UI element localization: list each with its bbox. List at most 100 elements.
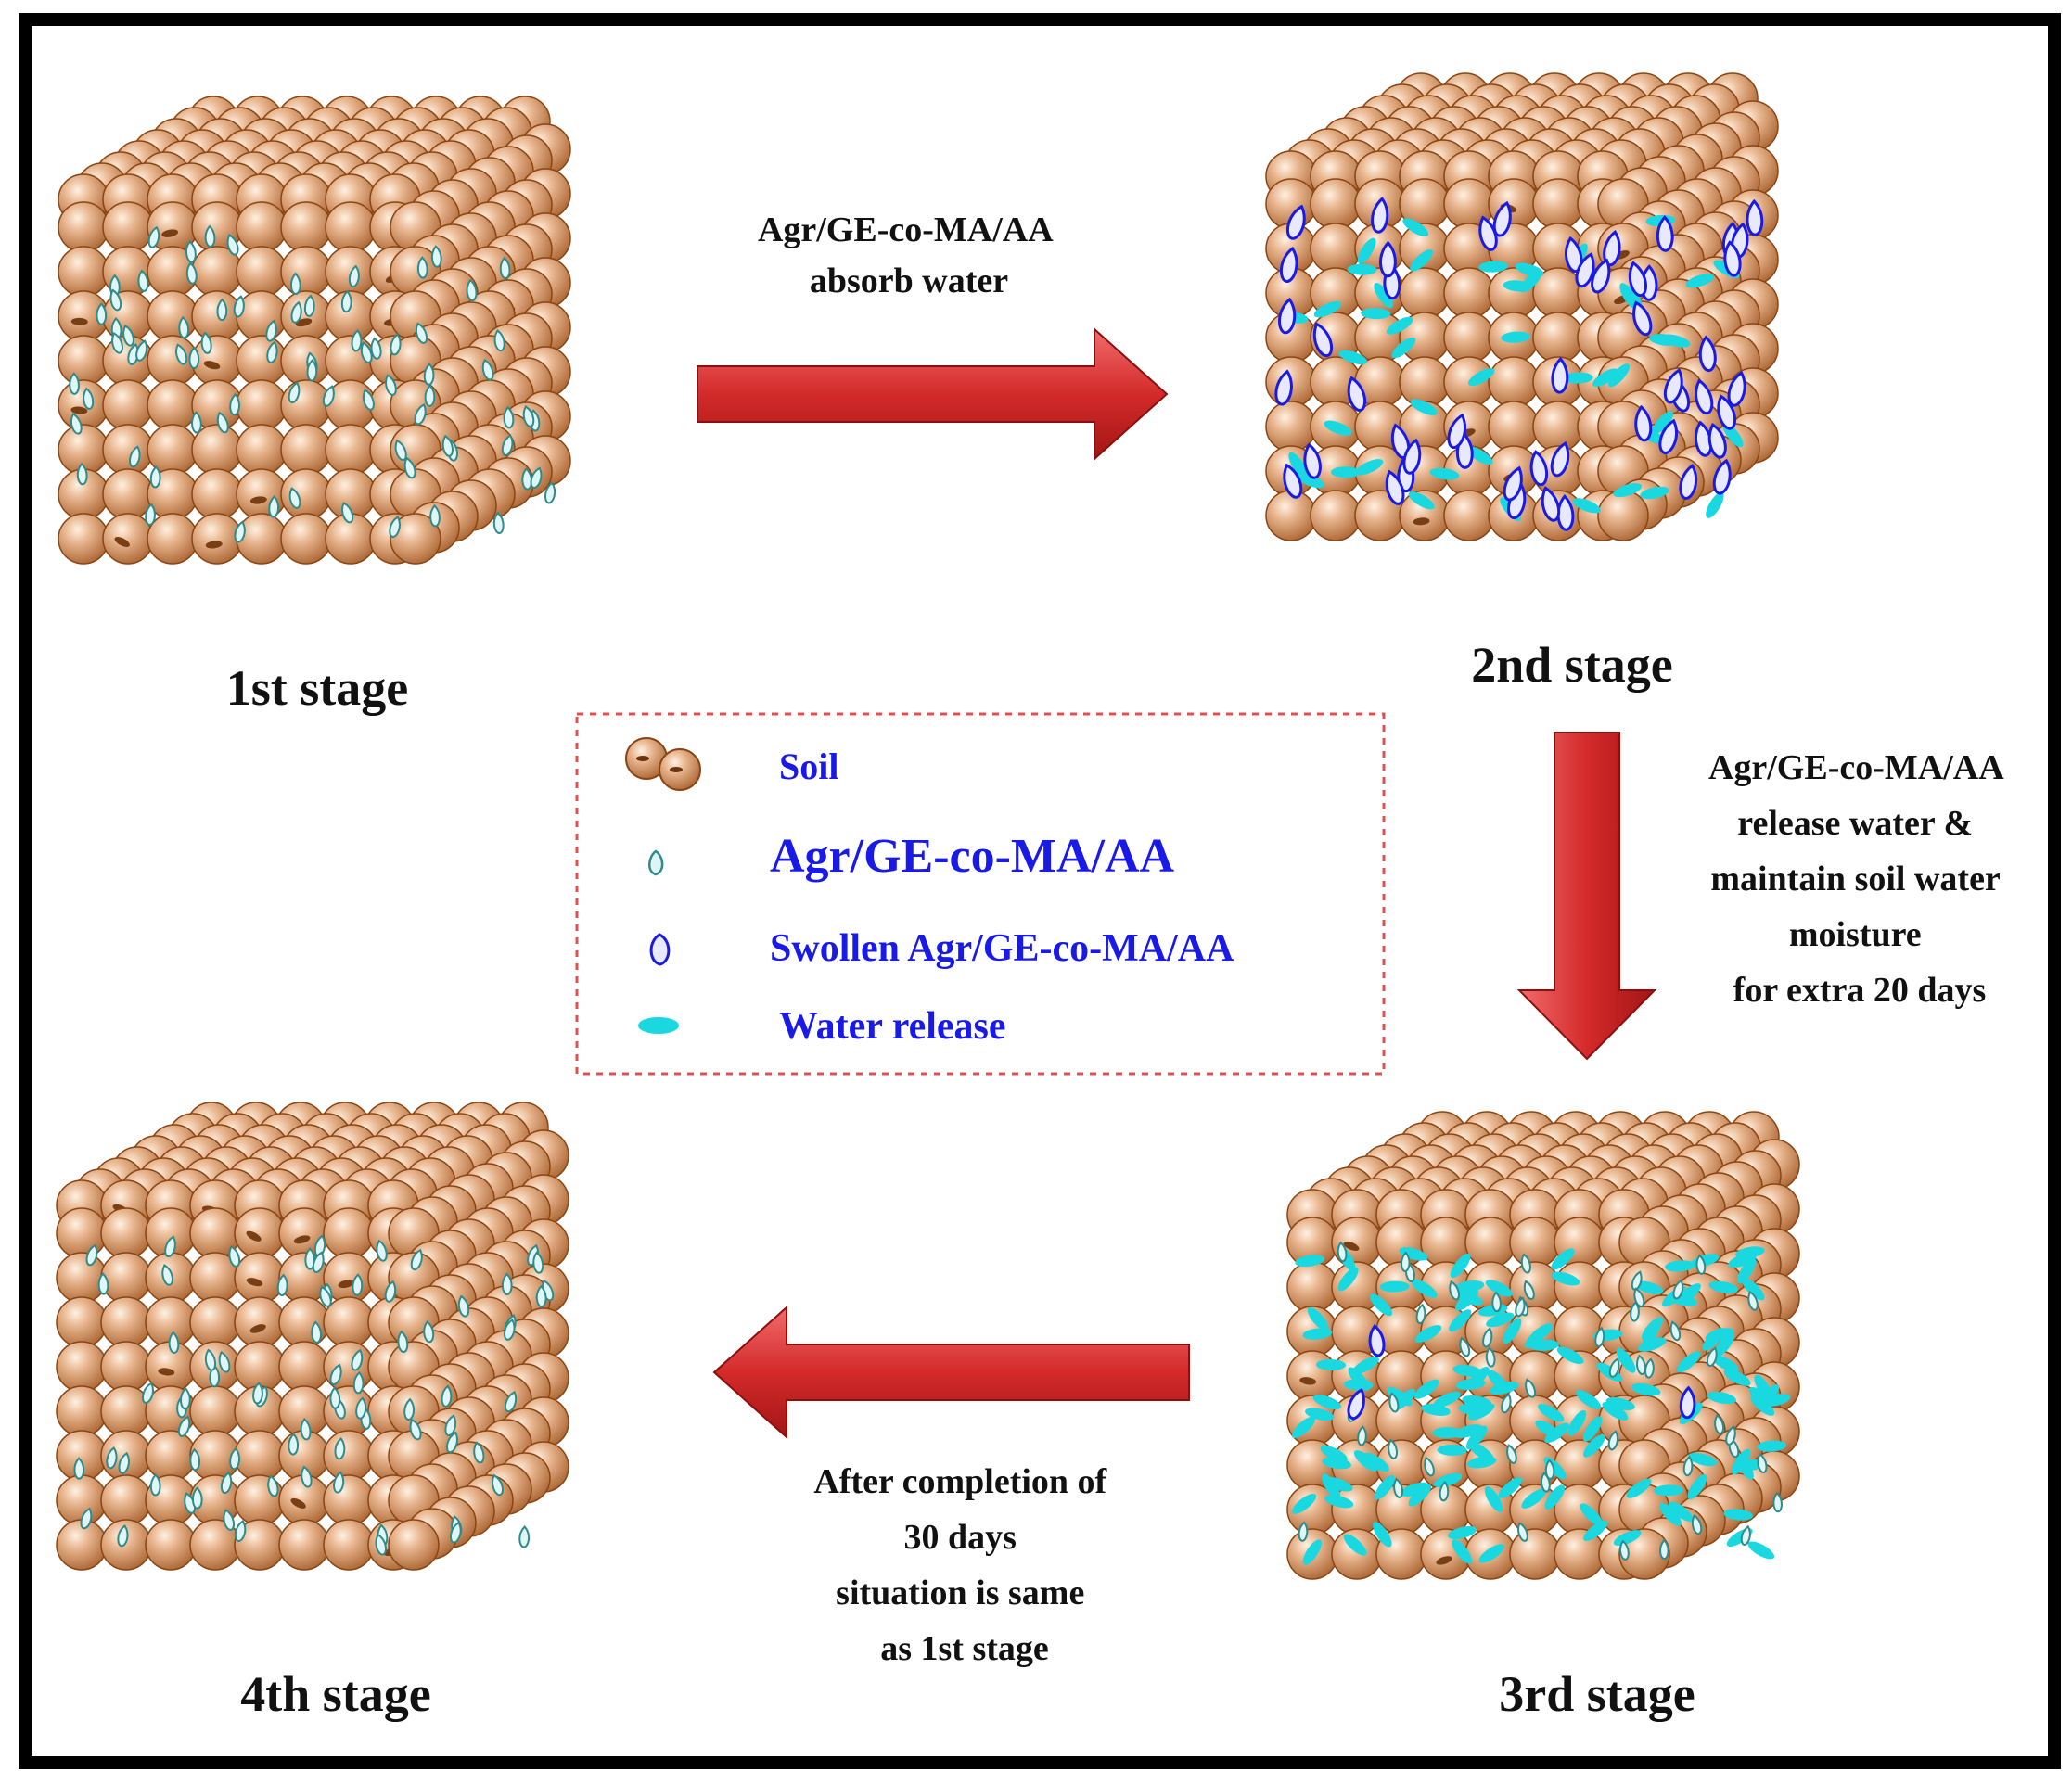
hydrogel: [1772, 1491, 1783, 1513]
water-release: [1437, 1444, 1467, 1456]
hydrogel: [504, 1390, 518, 1413]
soil-particle: [234, 1207, 286, 1259]
hydrogel: [409, 1418, 422, 1441]
hydrogel: [288, 381, 301, 403]
swollen-hydrogel: [1634, 404, 1653, 442]
hydrogel: [362, 389, 375, 411]
hydrogel: [457, 1294, 470, 1318]
hydrogel: [1659, 1538, 1669, 1561]
swollen-hydrogel: [1663, 368, 1683, 404]
swollen-hydrogel: [1723, 240, 1742, 277]
hydrogel: [375, 1533, 387, 1556]
soil-particle: [1464, 1217, 1516, 1268]
water-release: [1302, 1539, 1323, 1565]
soil-particle: [1532, 401, 1584, 452]
water-release: [1583, 1433, 1605, 1458]
hydrogel: [185, 261, 198, 285]
hydrogel: [118, 1451, 130, 1474]
hydrogel: [423, 1319, 435, 1344]
hydrogel: [334, 1437, 346, 1460]
soil-particle: [236, 290, 288, 342]
hydrogel: [503, 1318, 516, 1341]
water-release: [1321, 1473, 1341, 1499]
soil-particle: [1286, 1350, 1338, 1402]
water-release: [1305, 1408, 1335, 1421]
hydrogel: [106, 1446, 118, 1470]
hydrogel: [1357, 1425, 1367, 1446]
hydrogel: [1424, 1456, 1435, 1477]
water-release: [1676, 1351, 1701, 1373]
swollen-hydrogel: [1575, 252, 1595, 287]
hydrogel: [352, 1370, 365, 1395]
hydrogel: [414, 402, 427, 426]
hydrogel: [178, 315, 190, 339]
water-release: [1706, 491, 1724, 518]
hydrogel: [209, 1364, 221, 1388]
water-release: [1433, 1472, 1463, 1488]
hydrogel: [266, 340, 278, 363]
water-release: [1486, 1312, 1515, 1328]
hydrogel: [319, 1285, 332, 1307]
water-release: [1400, 1482, 1429, 1497]
hydrogel: [410, 1248, 423, 1271]
water-release: [1515, 262, 1544, 277]
water-release: [1613, 1530, 1642, 1546]
soil-particle: [280, 468, 332, 520]
arrow-absorb-water: [697, 326, 1169, 462]
hydrogel: [348, 264, 360, 287]
water-release-icon: [638, 1017, 679, 1034]
hydrogel: [1691, 1514, 1703, 1535]
soil-particle: [58, 201, 109, 253]
hydrogel: [1725, 1425, 1736, 1446]
soil-particle: [236, 468, 288, 520]
soil-particle: [189, 1385, 241, 1437]
hydrogel: [355, 1396, 367, 1420]
water-release: [1478, 1544, 1504, 1563]
soil-particle: [189, 1296, 241, 1348]
hydrogel: [1401, 1251, 1411, 1272]
hydrogel: [1520, 1253, 1531, 1274]
water-release: [1399, 1247, 1428, 1261]
water-release: [1685, 274, 1715, 288]
swollen-hydrogel: [1679, 1385, 1696, 1420]
water-release: [1355, 459, 1384, 476]
soil-particle: [100, 1474, 152, 1526]
hydrogel: [441, 434, 454, 457]
hydrogel: [449, 1521, 462, 1544]
arrow2-label-line: moisture: [1789, 915, 1922, 954]
hydrogel: [1740, 1524, 1751, 1546]
hydrogel: [1630, 1301, 1640, 1322]
hydrogel: [149, 465, 161, 489]
hydrogel: [341, 502, 354, 524]
soil-particle: [56, 1296, 108, 1348]
hydrogel: [394, 439, 407, 461]
water-release: [1316, 1358, 1347, 1370]
water-release: [1556, 1346, 1584, 1365]
soil-particle: [280, 379, 332, 431]
water-release: [1452, 1364, 1483, 1377]
legend-soil-label: Soil: [779, 745, 838, 787]
soil-particle: [323, 1341, 375, 1393]
hydrogel: [164, 1235, 176, 1258]
water-release: [1659, 1503, 1682, 1526]
hydrogel: [96, 302, 108, 325]
water-release: [1352, 1357, 1379, 1374]
hydrogel: [223, 1509, 236, 1531]
hydrogel: [188, 346, 200, 370]
water-release: [1462, 1395, 1492, 1408]
water-release: [1452, 1539, 1473, 1564]
soil-particle: [236, 335, 288, 387]
soil-particle: [278, 1519, 330, 1571]
hydrogel: [1415, 1303, 1426, 1325]
hydrogel: [429, 503, 441, 528]
soil-particle: [1286, 1261, 1338, 1313]
soil-particle: [56, 1252, 108, 1304]
soil-particle: [1310, 178, 1362, 230]
water-release: [1501, 331, 1531, 343]
stage2-soil-cube: [1265, 72, 1779, 541]
hydrogel: [535, 1284, 547, 1308]
water-release: [1379, 1280, 1410, 1293]
soil-particle: [191, 290, 243, 342]
soil-particle: [1509, 1217, 1561, 1268]
water-release: [1484, 1486, 1503, 1513]
